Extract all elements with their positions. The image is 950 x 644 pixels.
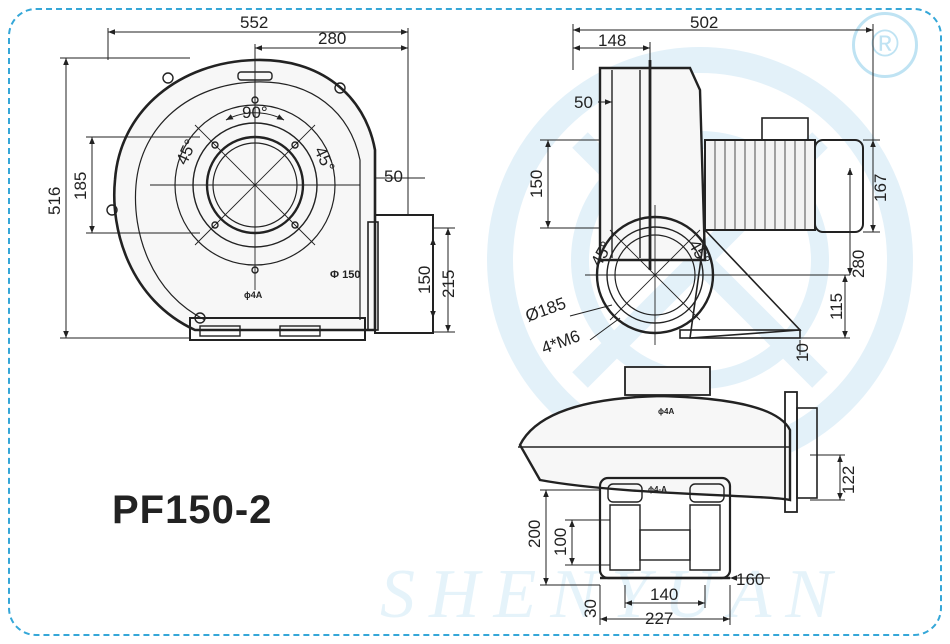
side-length-label: 502 <box>690 13 718 32</box>
outlet-offset-label: 50 <box>384 167 403 186</box>
bottom-outlet-label: 122 <box>839 466 858 494</box>
bottom-inner-label: 100 <box>551 528 570 556</box>
side-flange-label: 50 <box>574 93 593 112</box>
front-half-width-label: 280 <box>318 29 346 48</box>
front-height-label: 516 <box>45 187 64 215</box>
angle-top-label: 90° <box>242 103 268 122</box>
front-view <box>106 58 434 341</box>
bolt-spec-label: 4*M6 <box>539 326 583 357</box>
side-depth-label: 148 <box>598 31 626 50</box>
side-base-height-label: 115 <box>827 293 846 320</box>
outlet-inner-label: 150 <box>415 266 434 294</box>
bottom-bolt-span-label: 140 <box>650 585 678 604</box>
bottom-base-width-label: 227 <box>645 609 673 628</box>
side-center-height-label: 280 <box>849 250 868 278</box>
outlet-outer-label: 215 <box>439 270 458 298</box>
bottom-top-label: ɸ4A <box>658 407 674 416</box>
bottom-offset-label: 30 <box>581 599 600 618</box>
bottom-base-label: ɸ4-A <box>648 485 667 494</box>
side-inlet-height-label: 150 <box>527 170 546 198</box>
side-view <box>585 60 864 345</box>
bottom-view <box>518 366 818 580</box>
bottom-height-label: 200 <box>525 520 544 548</box>
inlet-diameter-label: Ø185 <box>523 294 569 326</box>
side-base-thickness-label: 10 <box>793 343 812 362</box>
drawing-frame <box>8 8 942 636</box>
registered-mark: ® <box>852 12 918 78</box>
front-inner-height-label: 185 <box>71 172 90 200</box>
front-width-label: 552 <box>240 13 268 32</box>
model-title: PF150-2 <box>112 488 273 532</box>
outlet-diameter-label: Φ 150 <box>330 269 360 281</box>
bottom-foot-label: 160 <box>736 570 764 589</box>
side-motor-height-label: 167 <box>871 174 890 202</box>
front-bottom-label: ɸ4A <box>244 290 263 300</box>
